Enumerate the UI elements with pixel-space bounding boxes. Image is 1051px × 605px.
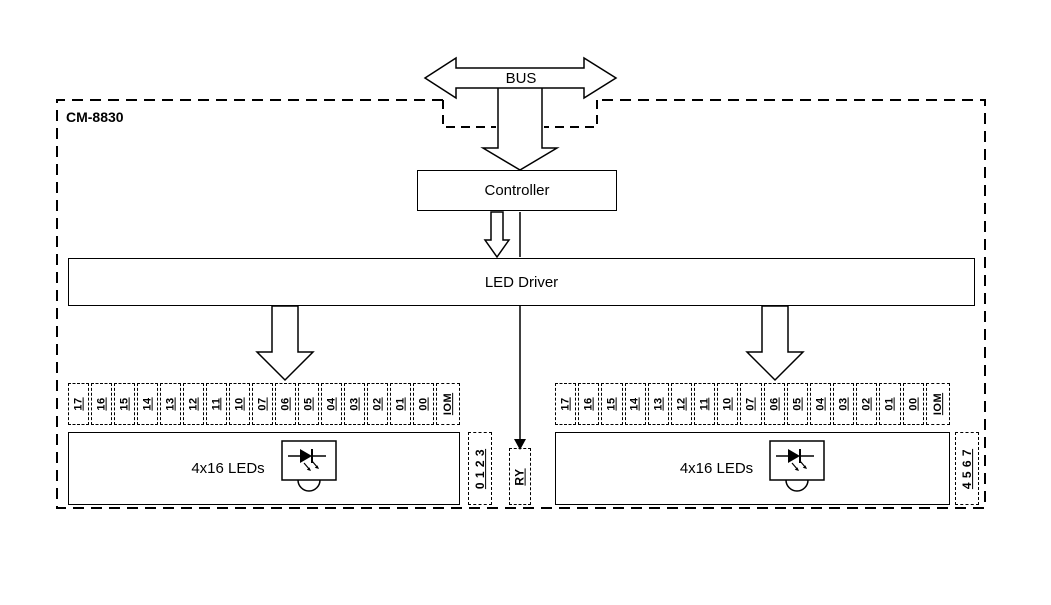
channel-cell: 10 [228,383,250,425]
channel-label: 17 [72,397,85,411]
channel-label: 02 [860,397,873,411]
channel-cell: 14 [624,383,646,425]
channel-cell: 15 [601,383,623,425]
channel-label: 16 [95,397,108,411]
bus-to-controller-arrow [480,83,560,171]
channel-label: 16 [582,397,595,411]
led-driver-label: LED Driver [484,273,559,291]
channel-cell: 07 [740,383,762,425]
channel-cell: IOM [435,383,461,425]
channel-cell: 03 [833,383,855,425]
channel-cell: 14 [136,383,158,425]
channel-cell: 15 [113,383,135,425]
channel-cell: 04 [320,383,342,425]
channel-label: 03 [837,397,850,411]
bus-label: BUS [505,70,537,87]
channel-label: 11 [698,397,711,411]
channel-cell: 04 [809,383,832,425]
channel-cell: 06 [763,383,785,425]
channel-label: 01 [394,397,407,411]
port-index-label: 0 1 2 3 [473,448,488,489]
channel-label: 00 [907,397,920,411]
port-index-label: 4 5 6 7 [960,448,975,489]
channel-label: 10 [233,397,246,411]
channel-cell: 10 [717,383,739,425]
controller-label: Controller [484,182,550,199]
channel-label: IOM [441,392,454,416]
enclosure-notch [442,100,598,128]
leds-label: 4x16 LEDs [679,460,754,477]
channel-cell: 17 [555,383,577,425]
led-symbol-icon [769,440,825,492]
module-title: CM-8830 [66,109,124,125]
driver-to-leds-arrow-left [255,305,315,382]
channel-cell: 16 [578,383,600,425]
channel-cell: 07 [251,383,273,425]
channel-cell: 02 [366,383,388,425]
channel-cell: 06 [274,383,296,425]
channel-label: 11 [210,397,223,411]
channel-label: 17 [559,397,572,411]
channel-label: 05 [791,397,804,411]
channel-cell: 12 [670,383,693,425]
channel-label: 15 [118,397,131,411]
channel-row-left: 17 16 15 14 13 12 11 [68,383,461,425]
channel-cell: 13 [647,383,669,425]
channel-cell: 01 [389,383,411,425]
channel-cell: 17 [68,383,89,425]
channel-label: 04 [814,397,827,411]
controller-box: Controller [417,170,617,211]
channel-row-right: 17 16 15 14 13 12 11 [555,383,951,425]
controller-to-driver-arrow [483,211,511,259]
channel-label: 07 [744,397,757,411]
channel-cell: 05 [786,383,808,425]
channel-label: 06 [279,397,292,411]
channel-label: 12 [675,397,688,411]
channel-label: IOM [931,392,944,416]
led-driver-box: LED Driver [68,258,975,306]
channel-cell: 11 [205,383,227,425]
channel-label: 00 [417,397,430,411]
channel-cell: IOM [925,383,951,425]
leds-label: 4x16 LEDs [191,460,265,477]
channel-label: 07 [256,397,269,411]
channel-cell: 16 [90,383,112,425]
led-box-left: 4x16 LEDs [68,432,460,505]
channel-label: 06 [768,397,781,411]
channel-label: 03 [348,397,361,411]
channel-label: 13 [164,397,177,411]
channel-label: 02 [371,397,384,411]
relay-label: RY [512,467,527,486]
channel-label: 15 [605,397,618,411]
channel-cell: 05 [297,383,319,425]
port-index-box-left: 0 1 2 3 [468,432,492,505]
channel-label: 14 [629,397,642,411]
channel-label: 10 [721,397,734,411]
channel-cell: 13 [159,383,181,425]
led-box-right: 4x16 LEDs [555,432,950,505]
port-index-box-right: 4 5 6 7 [955,432,979,505]
channel-cell: 01 [879,383,901,425]
channel-label: 04 [325,397,338,411]
channel-cell: 12 [182,383,204,425]
channel-cell: 11 [694,383,716,425]
led-symbol-icon [280,440,337,492]
channel-label: 13 [652,397,665,411]
channel-label: 01 [883,397,896,411]
channel-label: 12 [187,397,200,411]
channel-label: 05 [302,397,315,411]
channel-cell: 02 [856,383,878,425]
channel-cell: 00 [412,383,434,425]
channel-cell: 00 [902,383,924,425]
driver-to-leds-arrow-right [745,305,805,382]
channel-label: 14 [141,397,154,411]
channel-cell: 03 [343,383,365,425]
relay-box: RY [509,448,531,505]
